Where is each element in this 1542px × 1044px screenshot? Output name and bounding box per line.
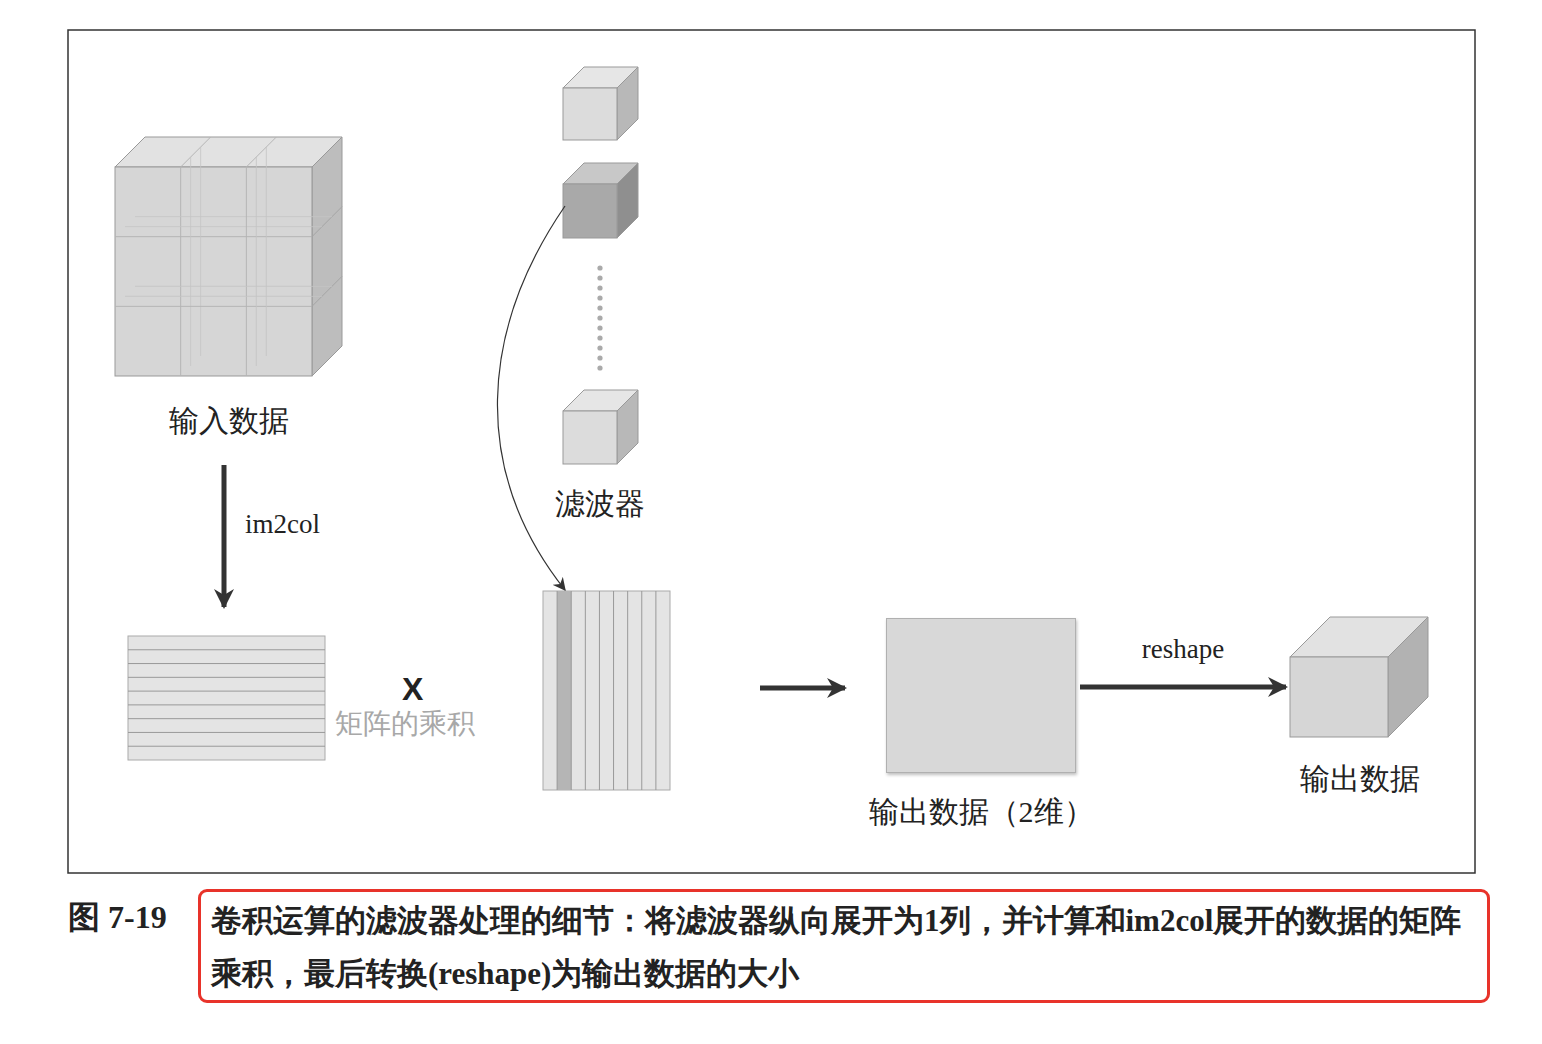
figure-number: 图 7-19 (68, 898, 167, 936)
edge-label: reshape (1139, 633, 1227, 665)
node-label: 输出数据 (1300, 761, 1420, 797)
figure-frame (68, 30, 1475, 873)
filter-matrix (543, 591, 670, 790)
operation-note: 矩阵的乘积 (335, 707, 475, 741)
im2col-matrix (128, 636, 325, 760)
expand-arrow (497, 206, 565, 590)
output-data-block: 输出数据 (1290, 617, 1430, 737)
filter-cube (563, 67, 638, 140)
ellipsis-dots (597, 265, 602, 370)
output-matrix: 输出数据（2维） (886, 618, 1076, 773)
filter-cube (563, 390, 638, 464)
multiply-sign: X (402, 670, 423, 708)
caption: 卷积运算的滤波器处理的细节：将滤波器纵向展开为1列，并计算和im2col展开的数… (211, 903, 1461, 991)
filter-stack: 滤波器 (555, 68, 645, 464)
input-data-block: 输入数据 (115, 137, 343, 377)
node-label: 输出数据（2维） (869, 794, 1094, 830)
output-cube (1290, 617, 1428, 737)
filter-cube-highlight (563, 163, 638, 238)
caption-box: 卷积运算的滤波器处理的细节：将滤波器纵向展开为1列，并计算和im2col展开的数… (198, 889, 1490, 1003)
node-label: 滤波器 (555, 486, 645, 522)
reshape-arrow (1080, 685, 1286, 690)
node-label: 输入数据 (169, 403, 289, 439)
arrow (222, 465, 227, 607)
input-cube (115, 137, 342, 376)
arrow (760, 686, 845, 691)
arrow-label: im2col (245, 508, 320, 540)
